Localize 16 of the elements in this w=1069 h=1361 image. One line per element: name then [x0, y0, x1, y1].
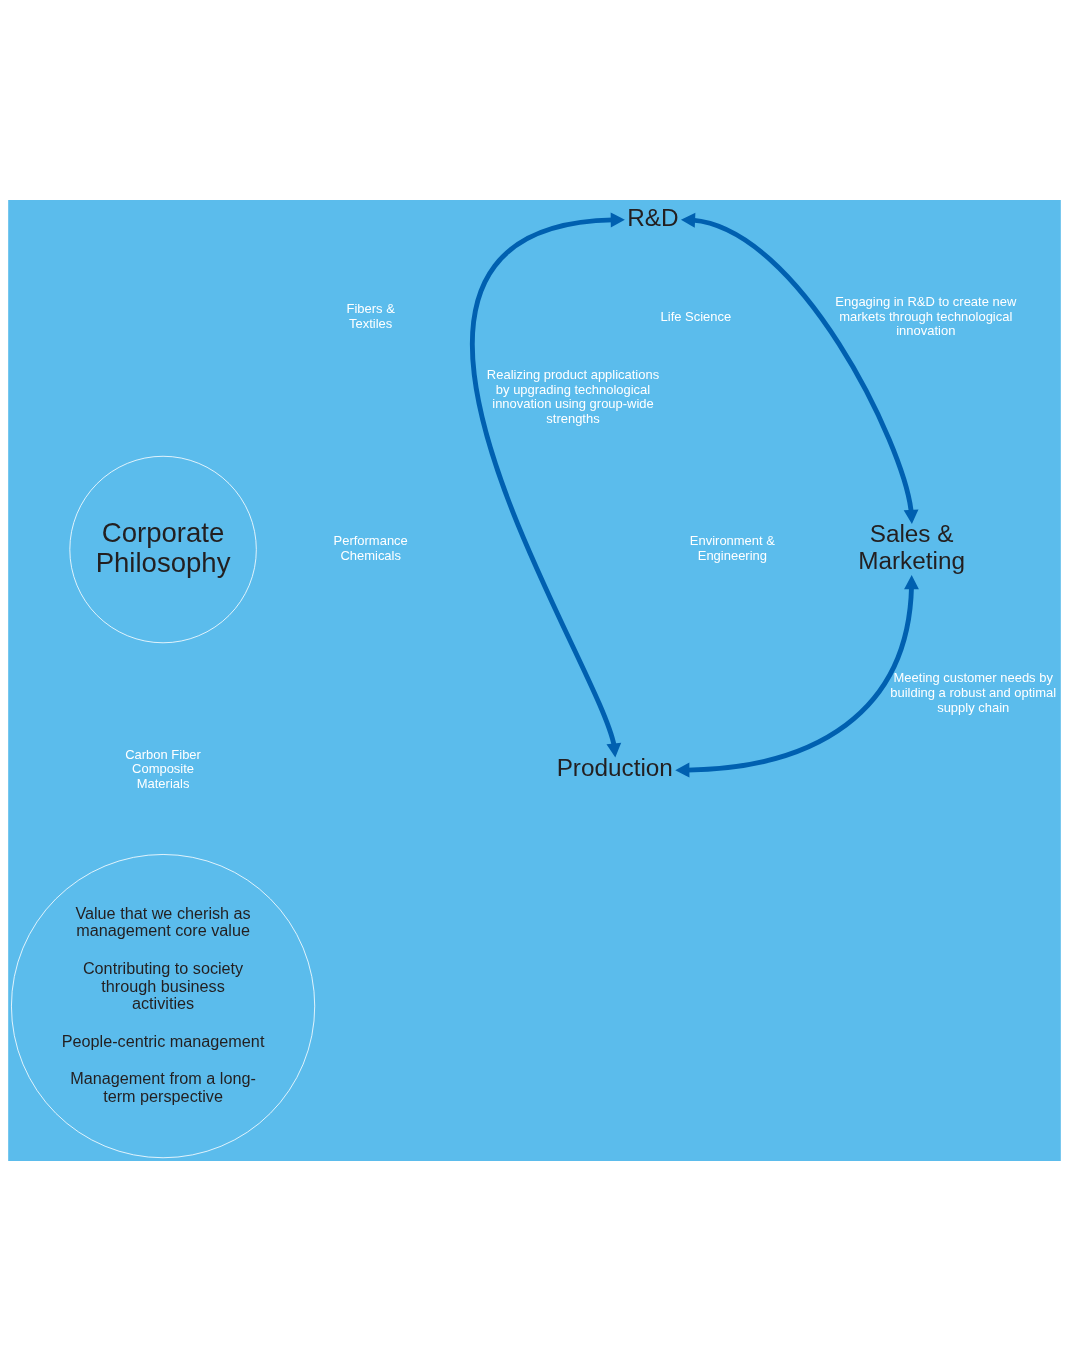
node-text: Sales & Marketing [858, 520, 965, 574]
label: Fibers & Textiles [346, 301, 395, 331]
arrow [675, 575, 919, 778]
edge-label: Realizing product applications by upgrading technological innovation using group-wide strengths [486, 367, 660, 426]
label: Life Science [660, 308, 732, 324]
edge-label: Meeting customer needs by building a robust and optimal supply chain [890, 670, 1057, 715]
arrow [470, 212, 625, 758]
label: Environment & Engineering [689, 533, 775, 563]
label: Carbon Fiber Composite Materials [125, 746, 201, 791]
node-circle: Value that we cherish as management core value Contributing to society through business activities People-centric management Management from a long-term perspective [11, 854, 316, 1159]
edge-label: Engaging in R&D to create new markets through technological innovation [835, 294, 1017, 339]
node-circle: Corporate Philosophy [69, 455, 257, 644]
arrow [680, 212, 919, 524]
label: Performance Chemicals [333, 533, 408, 563]
node-text: R&D [627, 203, 679, 231]
node-text: Production [556, 754, 673, 782]
